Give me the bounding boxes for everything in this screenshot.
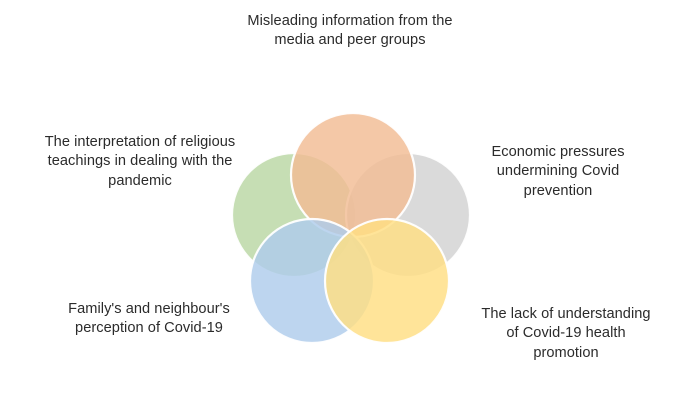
- venn-label-health-promotion: The lack of understanding of Covid-19 he…: [481, 306, 651, 361]
- venn-label-media: Misleading information from the media an…: [247, 13, 453, 49]
- venn-circle-health-promotion[interactable]: [323, 217, 451, 345]
- venn-label-economy: Economic pressures undermining Covid pre…: [491, 144, 625, 199]
- venn-label-family: Family's and neighbour's perception of C…: [68, 301, 230, 337]
- venn-label-religion: The interpretation of religious teaching…: [44, 134, 236, 189]
